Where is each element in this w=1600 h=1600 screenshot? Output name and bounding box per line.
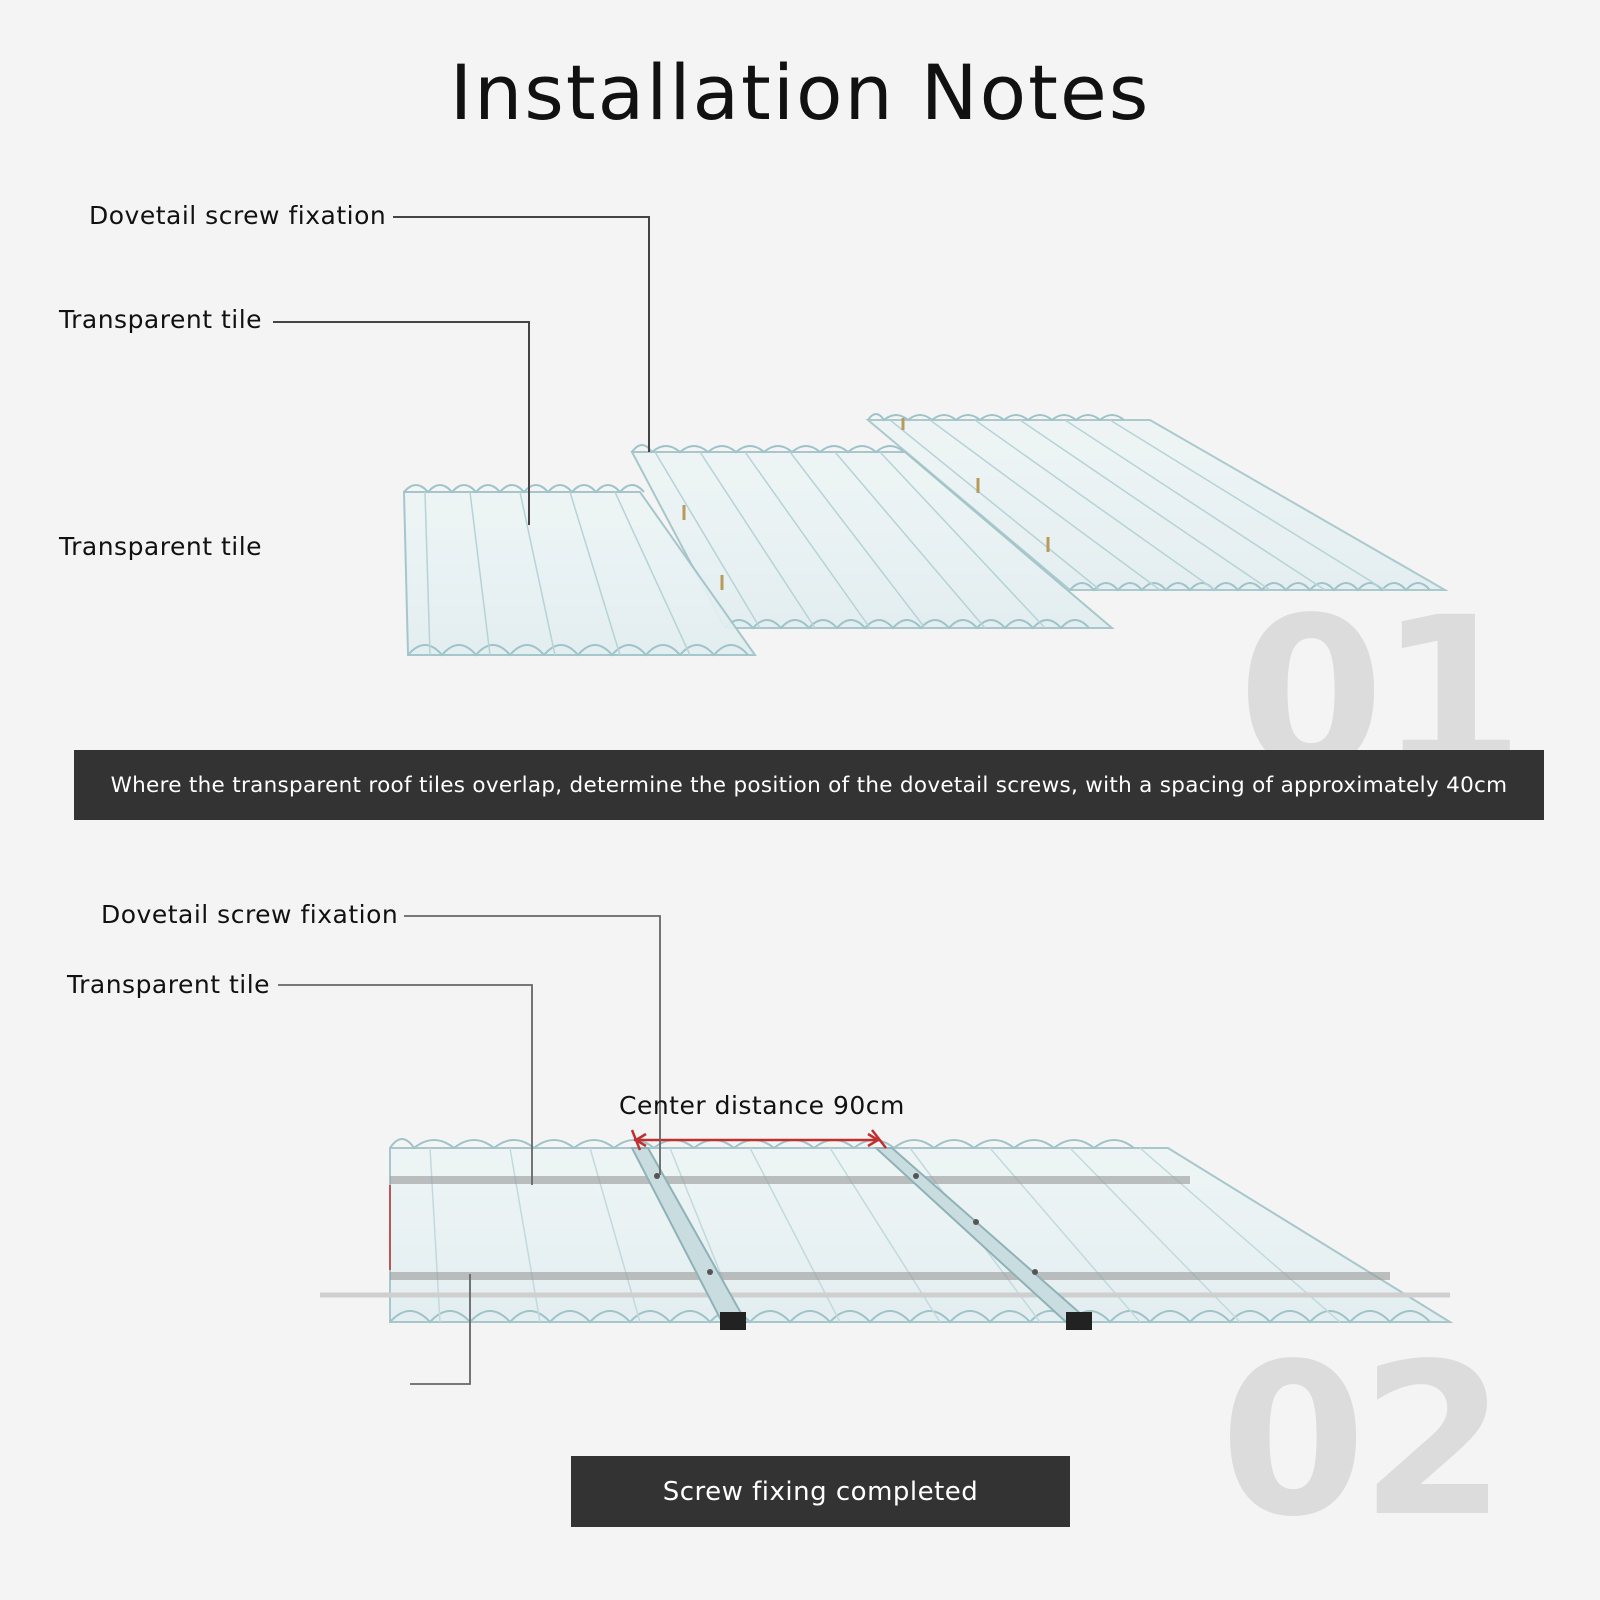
leader-line-dovetail-1 <box>393 216 650 452</box>
leader-line-dovetail-2 <box>404 915 661 1175</box>
leader-line-tile-2 <box>278 984 533 1185</box>
label-center-distance: Center distance 90cm <box>619 1091 905 1120</box>
label-dovetail-screw-1: Dovetail screw fixation <box>89 201 387 230</box>
center-distance-arrow <box>630 1129 887 1151</box>
tile-sheet-front <box>402 484 757 657</box>
screws-step1 <box>682 418 1050 590</box>
label-transparent-tile-2: Transparent tile <box>59 532 263 561</box>
battens <box>630 1147 1093 1323</box>
leader-line-tile-1 <box>273 321 530 525</box>
page-title: Installation Notes <box>449 48 1151 137</box>
step2-caption-banner: Screw fixing completed <box>571 1456 1070 1527</box>
label-dovetail-screw-2: Dovetail screw fixation <box>101 900 399 929</box>
label-transparent-tile-3: Transparent tile <box>67 970 271 999</box>
tile-sheet-back <box>865 413 1449 592</box>
step-number-02: 02 <box>1220 1318 1506 1563</box>
label-transparent-tile-1: Transparent tile <box>59 305 263 334</box>
purlins <box>390 1176 1390 1280</box>
step1-caption-banner: Where the transparent roof tiles overlap… <box>74 750 1544 820</box>
